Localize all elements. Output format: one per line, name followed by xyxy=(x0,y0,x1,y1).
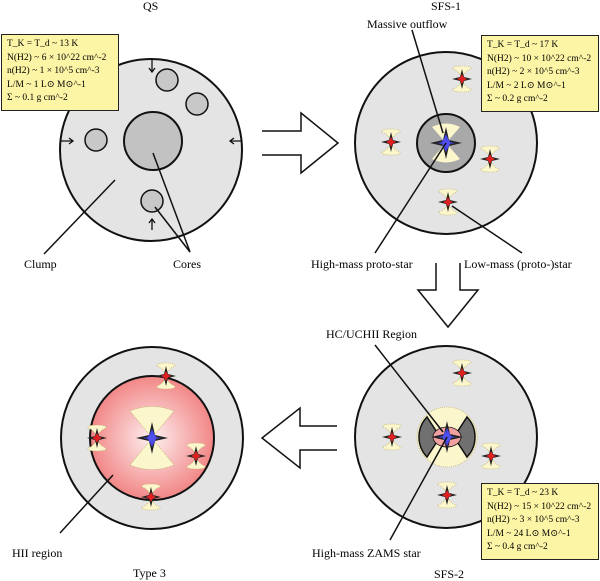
cores-label: Cores xyxy=(173,257,201,271)
arrow-down xyxy=(416,263,480,329)
sfs1-prop-luminosity-mass: L/M ~ 2 L⊙ M⊙^-1 xyxy=(487,80,566,91)
sfs1-prop-volume-density: n(H2) ~ 2 × 10^5 cm^-3 xyxy=(487,67,580,77)
qs-prop-volume-density: n(H2) ~ 1 × 10^5 cm^-3 xyxy=(7,66,100,76)
sfs1-prop-temperature: T_K = T_d ~ 17 K xyxy=(487,40,559,50)
sfs1-title: SFS-1 xyxy=(431,0,462,13)
high-mass-leader xyxy=(374,142,447,254)
sfs1-prop-surface-density: Σ ~ 0.2 g cm^-2 xyxy=(487,94,548,104)
qs-core xyxy=(155,68,179,92)
clump-label: Clump xyxy=(24,257,57,271)
qs-core xyxy=(84,128,108,152)
type3-title: Type 3 xyxy=(133,566,166,580)
sfs2-prop-temperature: T_K = T_d ~ 23 K xyxy=(487,488,559,498)
outflow-leader xyxy=(411,29,444,134)
sfs2-prop-surface-density: Σ ~ 0.4 g cm^-2 xyxy=(487,542,548,552)
hii-leader xyxy=(59,474,114,534)
sfs2-prop-luminosity-mass: L/M ~ 24 L⊙ M⊙^-1 xyxy=(487,528,571,539)
collapse-arrows xyxy=(61,60,242,230)
qs-central-core xyxy=(123,111,183,171)
sfs2-prop-column-density: N(H2) ~ 15 × 10^22 cm^-2 xyxy=(487,501,592,512)
qs-core xyxy=(140,189,164,213)
hii-region-label: HII region xyxy=(12,546,63,560)
clump-leader xyxy=(43,179,116,255)
sfs2-panel xyxy=(354,344,538,541)
sfs2-core-right xyxy=(453,415,476,459)
qs-prop-luminosity-mass: L/M ~ 1 L⊙ M⊙^-1 xyxy=(7,79,86,90)
qs-prop-surface-density: Σ ~ 0.1 g cm^-2 xyxy=(7,93,68,103)
arrow-right xyxy=(262,111,340,175)
sfs2-properties-box: T_K = T_d ~ 23 K N(H2) ~ 15 × 10^22 cm^-… xyxy=(481,483,599,560)
sfs2-title: SFS-2 xyxy=(434,567,465,581)
sfs2-core-left xyxy=(418,415,441,459)
qs-title: QS xyxy=(143,0,159,13)
sfs2-prop-volume-density: n(H2) ~ 3 × 10^5 cm^-3 xyxy=(487,515,580,525)
qs-prop-temperature: T_K = T_d ~ 13 K xyxy=(7,39,79,49)
qs-core xyxy=(185,92,209,116)
qs-prop-column-density: N(H2) ~ 6 × 10^22 cm^-2 xyxy=(7,52,107,63)
sfs1-prop-column-density: N(H2) ~ 10 × 10^22 cm^-2 xyxy=(487,53,592,64)
sfs1-properties-box: T_K = T_d ~ 17 K N(H2) ~ 10 × 10^22 cm^-… xyxy=(481,35,599,112)
hc-region-leader xyxy=(374,344,444,433)
high-mass-protostar-label: High-mass proto-star xyxy=(311,257,413,271)
low-mass-star-label: Low-mass (proto-)star xyxy=(464,257,572,271)
zams-leader xyxy=(389,436,448,541)
hc-uchii-region-label: HC/UCHII Region xyxy=(326,327,417,341)
type3-panel xyxy=(59,346,244,534)
low-mass-leader xyxy=(451,205,523,254)
massive-outflow-label: Massive outflow xyxy=(367,17,448,31)
cores-leader xyxy=(152,152,191,253)
qs-properties-box: T_K = T_d ~ 13 K N(H2) ~ 6 × 10^22 cm^-2… xyxy=(1,34,119,111)
cores-leader xyxy=(154,206,191,253)
high-mass-zams-star-label: High-mass ZAMS star xyxy=(312,546,421,560)
arrow-left xyxy=(260,406,337,470)
